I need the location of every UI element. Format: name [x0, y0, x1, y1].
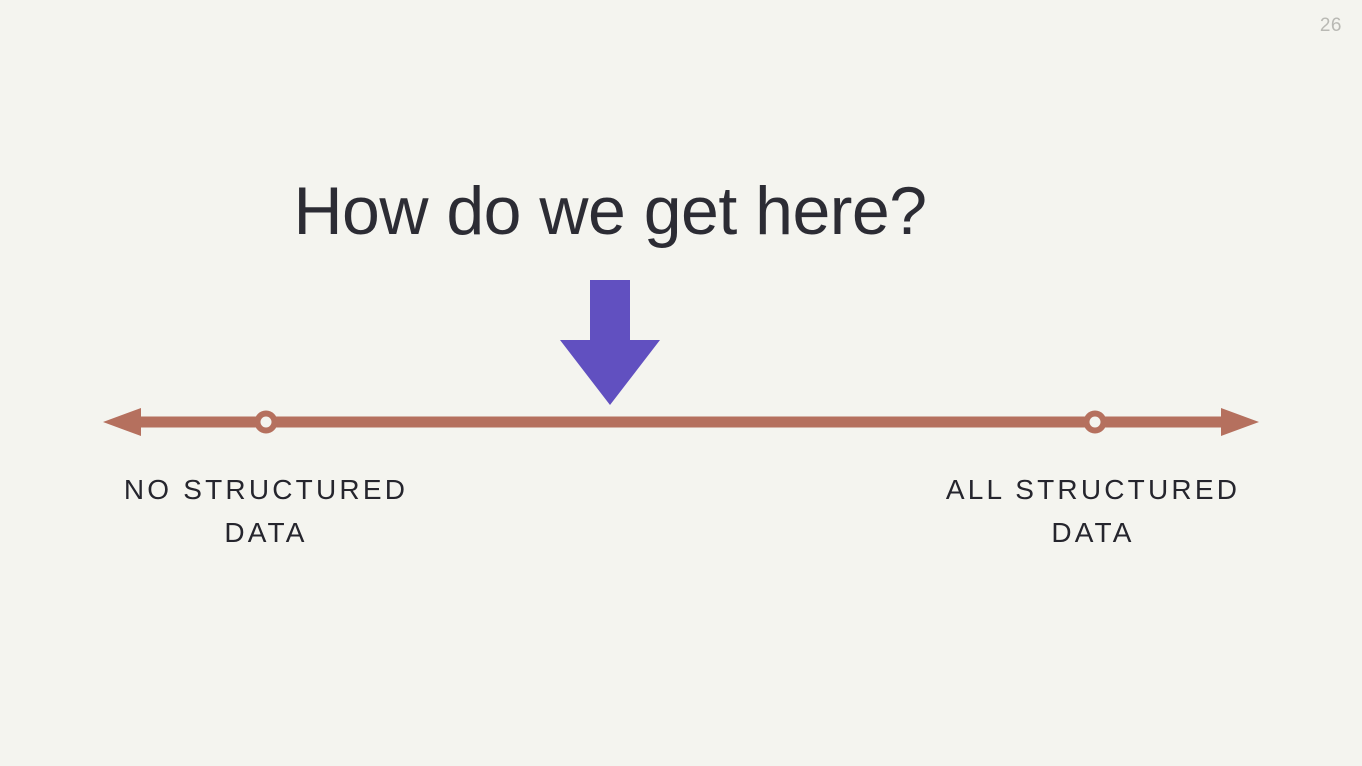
spectrum-axis [96, 404, 1266, 444]
axis-marker-right-core [1089, 416, 1101, 428]
down-arrow-shape [560, 280, 660, 405]
axis-marker-right-ring [1083, 410, 1107, 434]
page-title: How do we get here? [293, 173, 927, 249]
axis-label-left-line1: NO STRUCTURED [123, 474, 409, 505]
axis-label-left-line2: DATA [224, 516, 308, 548]
axis-label-left: NO STRUCTURED DATA [66, 469, 466, 554]
axis-label-right-line2: DATA [1051, 516, 1135, 548]
axis-label-right-line1: ALL STRUCTURED [945, 474, 1241, 505]
axis-marker-left-core [260, 416, 272, 428]
down-arrow-icon [558, 280, 662, 406]
axis-marker-left-ring [254, 410, 278, 434]
arrow-left-icon [103, 408, 141, 436]
page-number: 26 [1319, 15, 1342, 36]
arrow-right-icon [1221, 408, 1259, 436]
spectrum-axis-svg [103, 408, 1259, 436]
axis-shaft [136, 416, 1226, 428]
axis-label-right: ALL STRUCTURED DATA [893, 469, 1293, 554]
down-arrow-svg [560, 280, 660, 405]
